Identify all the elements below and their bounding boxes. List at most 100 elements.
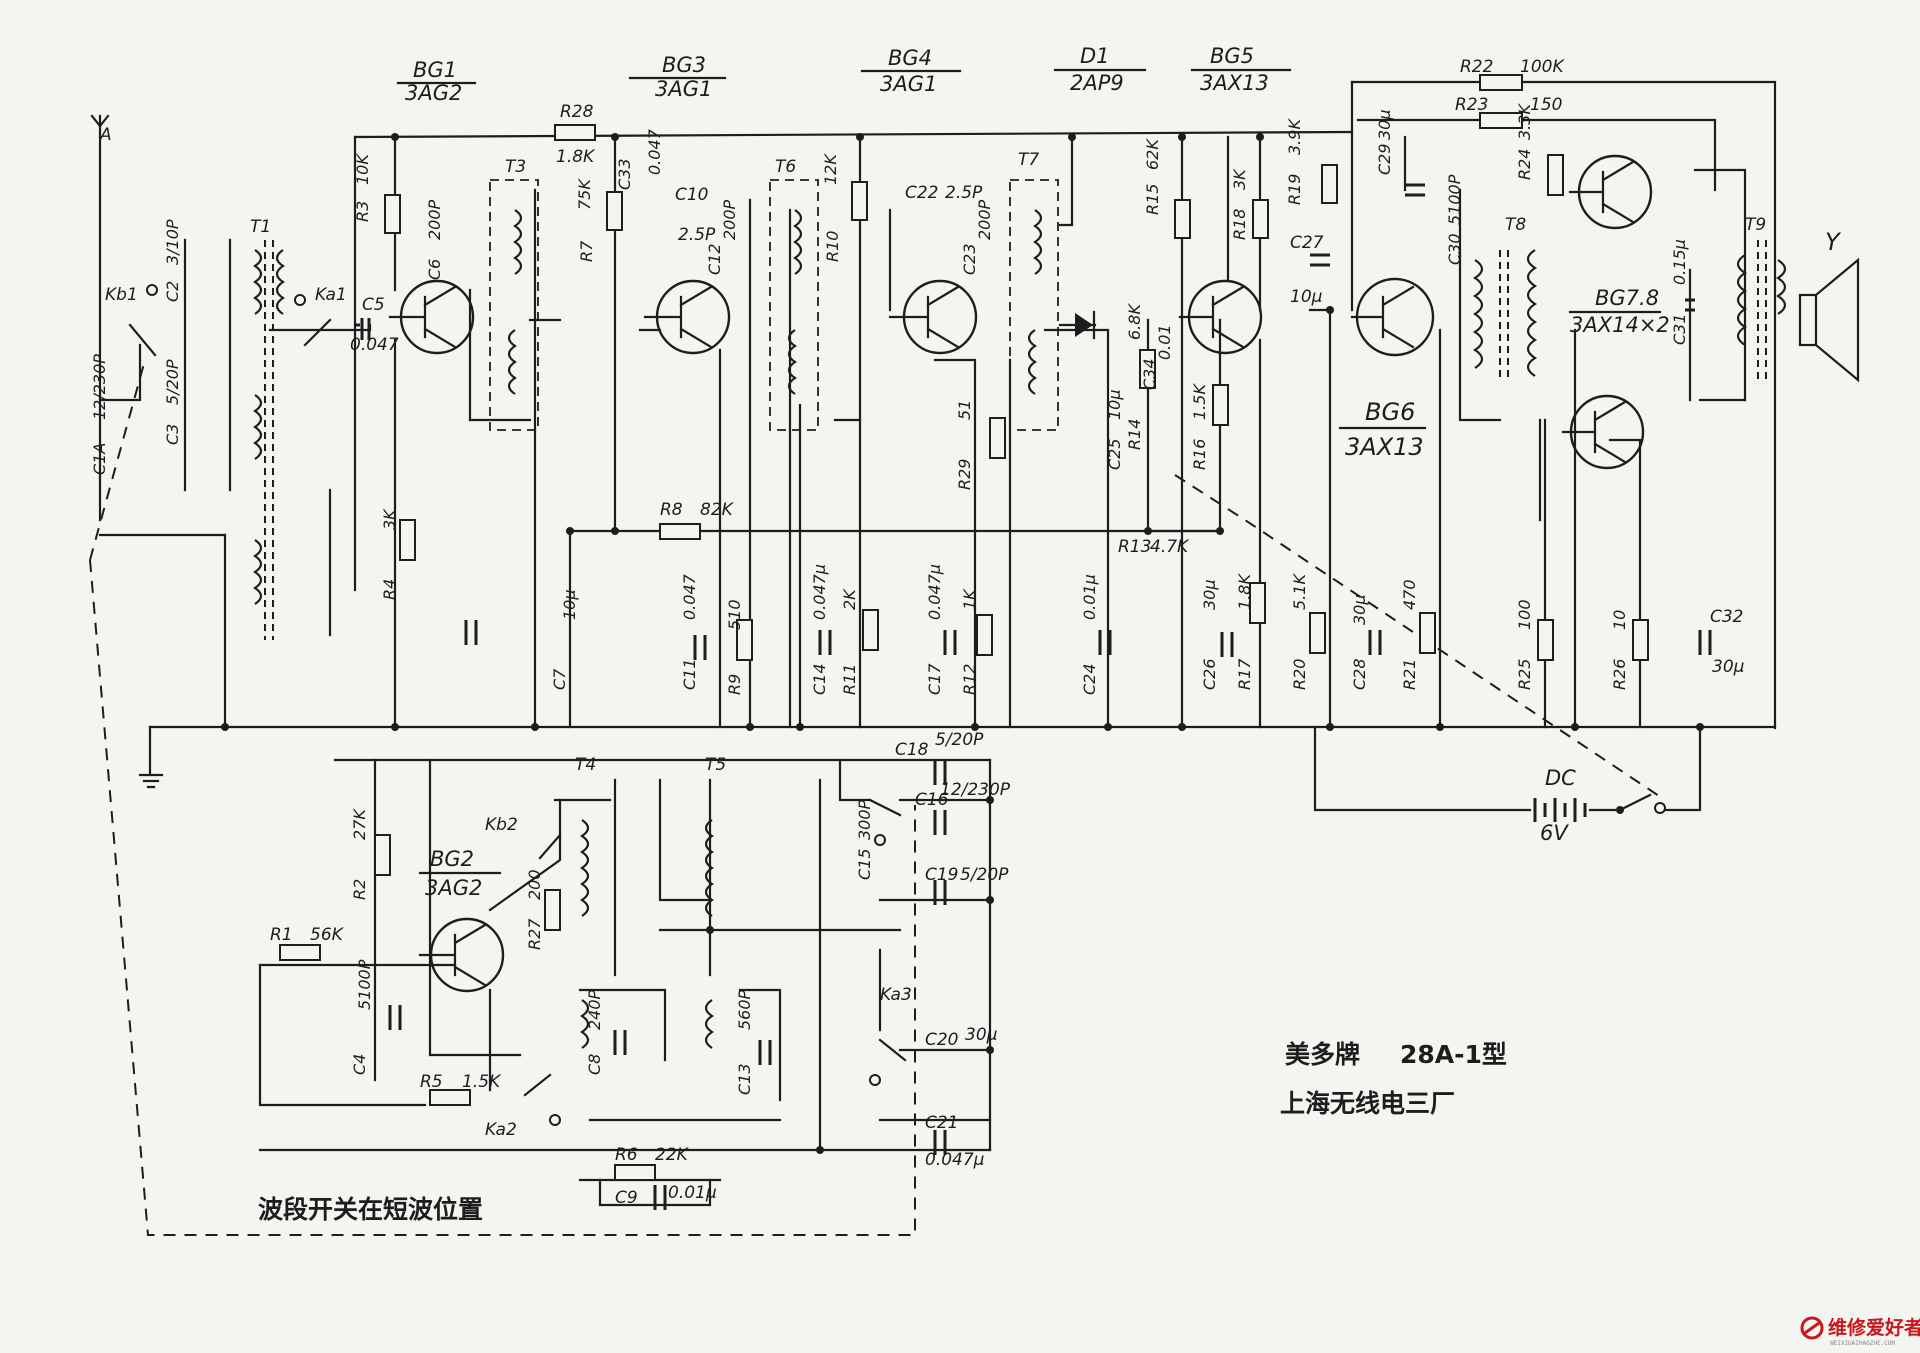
label-r20-val: 5.1K xyxy=(1290,573,1309,610)
label-c10: C10 xyxy=(675,185,709,205)
label-battery: DC xyxy=(1545,766,1576,790)
label-r15-val: 62K xyxy=(1143,138,1162,170)
battery-icon xyxy=(1533,798,1587,822)
label-r1: R1 xyxy=(270,925,293,945)
label-ka2: Ka2 xyxy=(485,1120,517,1140)
label-r6: R6 xyxy=(615,1145,638,1165)
bg3-type-label: 3AG1 xyxy=(655,77,712,101)
transistor-bg3 xyxy=(643,279,731,355)
label-r2-val: 27K xyxy=(350,808,369,840)
bg6-name-label: BG6 xyxy=(1365,398,1415,426)
label-c3-val: 5/20P xyxy=(163,359,182,405)
d1-name-label: D1 xyxy=(1080,44,1110,68)
label-r13-val: 4.7K xyxy=(1150,537,1190,557)
transformer-t6 xyxy=(769,179,819,431)
diode-d1 xyxy=(1058,310,1097,340)
title-brand: 美多牌 xyxy=(1285,1040,1360,1069)
label-c1a-val: 12/230P xyxy=(90,354,109,420)
label-r28-val: 1.8K xyxy=(556,147,596,167)
label-r29: R29 xyxy=(955,459,974,490)
transformer-t1 xyxy=(253,240,285,640)
junction-dots xyxy=(221,133,1704,1154)
label-r22: R22 xyxy=(1460,57,1493,77)
band-switch-gang-line xyxy=(89,359,1666,1236)
label-c31-val: 0.15μ xyxy=(1670,239,1689,285)
label-c27-val: 10μ xyxy=(1290,287,1323,307)
label-speaker: Y xyxy=(1825,228,1842,256)
label-battery-voltage: 6V xyxy=(1540,821,1569,845)
antenna-label: A xyxy=(99,125,112,145)
transformer-t8 xyxy=(1472,249,1538,380)
bg78-type-label: 3AX14×2 xyxy=(1570,313,1670,337)
transistor-bg1 xyxy=(388,279,475,355)
label-r3: R3 xyxy=(353,201,372,222)
label-c4-val: 5100P xyxy=(355,959,374,1010)
label-c30: C30 xyxy=(1445,233,1464,265)
transistor-bg8 xyxy=(1561,394,1645,470)
label-r23: R23 xyxy=(1455,95,1488,115)
label-r11-val: 2K xyxy=(840,588,859,610)
bg78-name-label: BG7.8 xyxy=(1595,286,1659,310)
label-c33: C33 xyxy=(615,158,634,190)
watermark-sub: WEIXIUAIHAOZHE.COM xyxy=(1830,1340,1895,1347)
label-t3: T3 xyxy=(505,157,526,177)
label-c29: C29 xyxy=(1375,143,1394,175)
label-c16-val: 12/230P xyxy=(940,780,1011,800)
label-t1: T1 xyxy=(250,217,271,237)
label-r16-val: 1.5K xyxy=(1190,383,1209,420)
label-r27: R27 xyxy=(525,918,544,950)
label-c13: C13 xyxy=(735,1063,754,1095)
bg5-name-label: BG5 xyxy=(1210,44,1254,68)
label-r1-val: 56K xyxy=(310,925,345,945)
label-t9: T9 xyxy=(1745,215,1766,235)
transformer-t7 xyxy=(1009,179,1059,431)
label-r19: R19 xyxy=(1285,174,1304,205)
label-c31: C31 xyxy=(1670,313,1689,345)
oscillator-coil-t5 xyxy=(704,819,714,1049)
label-c21: C21 xyxy=(925,1113,959,1133)
label-c2-val: 3/10P xyxy=(163,219,182,265)
label-c13-val: 560P xyxy=(735,989,754,1030)
label-c4: C4 xyxy=(350,1054,369,1075)
bg1-type-label: 3AG2 xyxy=(405,81,462,105)
label-c20-val: 30μ xyxy=(965,1025,998,1045)
header-labels: A BG1 3AG2 BG3 3AG1 BG4 3AG1 D1 2AP9 BG5… xyxy=(99,44,1292,145)
label-r4: R4 xyxy=(380,579,399,600)
oscillator-coil-t4 xyxy=(580,819,590,1049)
label-r18: R18 xyxy=(1230,209,1249,240)
label-c23: C23 xyxy=(960,243,979,275)
label-r10: R10 xyxy=(823,231,842,262)
label-c26-val: 30μ xyxy=(1200,579,1219,610)
label-r21-val: 470 xyxy=(1400,579,1419,610)
label-r8: R8 xyxy=(660,500,683,520)
label-c26: C26 xyxy=(1200,658,1219,690)
label-r12-val: 1K xyxy=(960,588,979,610)
label-c12: C12 xyxy=(705,243,724,275)
label-c15-val: 300P xyxy=(855,799,874,840)
label-c18-val: 5/20P xyxy=(935,730,984,750)
label-c5-val: 0.047 xyxy=(350,335,399,355)
label-r27-val: 200 xyxy=(525,869,544,900)
label-r13: R13 xyxy=(1118,537,1151,557)
bg4-type-label: 3AG1 xyxy=(880,72,937,96)
label-r9-val: 510 xyxy=(725,599,744,630)
bg2-type-label: 3AG2 xyxy=(425,876,482,900)
label-r11: R11 xyxy=(840,664,859,695)
title-block: 美多牌 28A-1型 上海无线电三厂 xyxy=(1280,1040,1507,1118)
title-model: 28A-1型 xyxy=(1400,1040,1507,1069)
label-c8-val: 240P xyxy=(585,989,604,1030)
label-r14-val: 6.8K xyxy=(1125,303,1144,340)
transistor-bg6 xyxy=(1350,277,1435,357)
label-c5: C5 xyxy=(362,295,385,315)
label-c7: C7 xyxy=(550,668,569,690)
watermark-text: 维修爱好者 xyxy=(1828,1316,1920,1339)
label-r28: R28 xyxy=(560,102,594,122)
label-c19-val: 5/20P xyxy=(960,865,1009,885)
label-ka1: Ka1 xyxy=(315,285,347,305)
label-c3: C3 xyxy=(163,424,182,445)
label-c32: C32 xyxy=(1710,607,1744,627)
capacitor-plates xyxy=(355,183,1712,1210)
label-c6-val: 200P xyxy=(425,199,444,240)
label-r12: R12 xyxy=(960,664,979,695)
label-r2: R2 xyxy=(350,879,369,900)
